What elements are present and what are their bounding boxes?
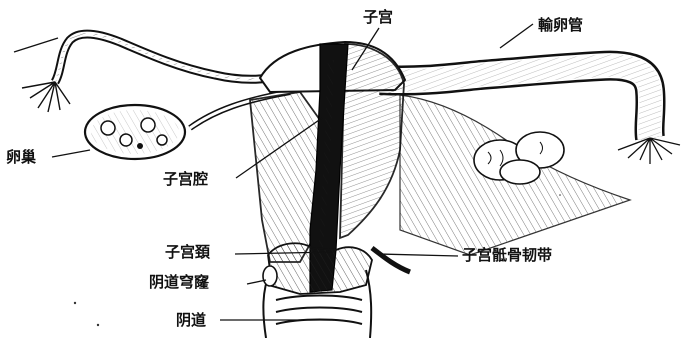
- uterosacral-ligament: [372, 248, 410, 272]
- label-fallopian-tube: 輸卵管: [538, 18, 583, 33]
- label-cervix: 子宫頚: [165, 245, 210, 260]
- uterine-wall-right: [340, 44, 404, 238]
- label-ovary: 卵巢: [6, 150, 36, 165]
- label-vagina: 阴道: [176, 313, 206, 328]
- label-vaginal-fornix: 阴道穹窿: [149, 275, 209, 290]
- cervix: [268, 243, 372, 294]
- label-uterosacral-ligament: 子宫骶骨韧带: [462, 248, 552, 263]
- ovary: [85, 105, 185, 159]
- label-uterus: 子宫: [363, 10, 393, 25]
- right-fimbriae: [618, 138, 680, 164]
- label-uterine-cavity: 子宫腔: [163, 172, 208, 187]
- vaginal-fornix-pocket: [263, 266, 277, 286]
